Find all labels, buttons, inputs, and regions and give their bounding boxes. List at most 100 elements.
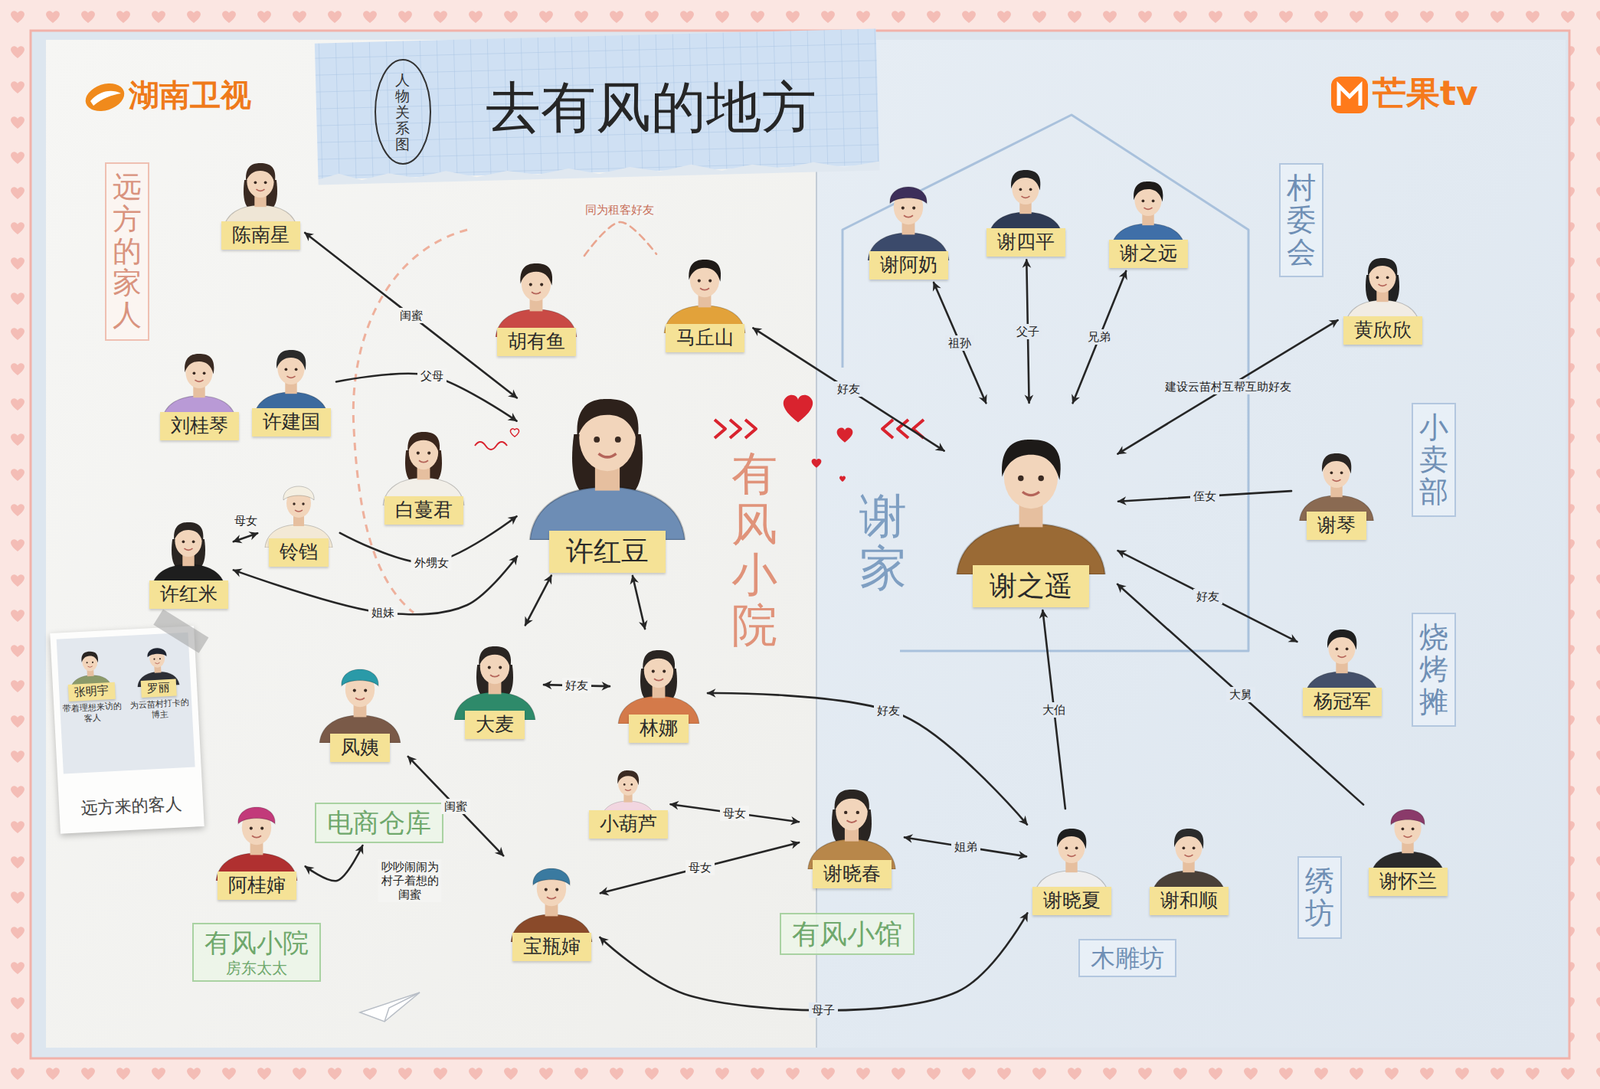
- decoration: [294, 367, 298, 371]
- relation-label: 好友: [873, 703, 904, 719]
- place-name: 远方的家人: [112, 171, 142, 332]
- decoration: [745, 419, 756, 439]
- decoration: [184, 548, 194, 550]
- relation-label: 祖孙: [945, 335, 975, 351]
- logo-text: 湖南卫视: [128, 76, 252, 114]
- character-card: 白蔓君: [377, 413, 470, 525]
- character-card: 杨冠军: [1299, 612, 1385, 717]
- relation-label: 父子: [1013, 323, 1043, 340]
- decoration: [529, 283, 533, 287]
- relation-label: 侄女: [1190, 488, 1220, 504]
- character-card: 阿桂婶: [210, 788, 303, 900]
- decoration: [1022, 491, 1040, 495]
- decoration: [341, 669, 379, 687]
- decoration: [834, 789, 870, 814]
- portrait: [1294, 436, 1379, 521]
- relation-arrow: [584, 222, 657, 256]
- decoration: [498, 666, 502, 670]
- relation-label: 大舅: [1226, 687, 1256, 703]
- decoration: [544, 888, 548, 892]
- relation-label: 姐妹: [368, 605, 398, 621]
- decoration: [416, 451, 420, 455]
- decoration: [1376, 275, 1380, 279]
- place-name: 绣坊: [1305, 865, 1335, 930]
- relation-arrow: [670, 804, 799, 822]
- decoration: [1378, 284, 1388, 286]
- decoration: [839, 476, 846, 482]
- place-tag: 木雕坊: [1078, 939, 1177, 978]
- decoration: [531, 291, 541, 294]
- portrait: [1365, 792, 1450, 877]
- portrait: [490, 245, 583, 338]
- decoration: [593, 436, 600, 443]
- decoration: [520, 263, 553, 286]
- portrait: [658, 241, 751, 334]
- decoration: [353, 689, 357, 693]
- relation-label: 好友: [834, 381, 864, 397]
- group-heading: 谢家: [859, 490, 907, 595]
- name-tape: 许建国: [251, 408, 331, 437]
- relation-arrow: [525, 575, 552, 626]
- portrait: [248, 333, 334, 418]
- decoration: [729, 419, 741, 439]
- decoration: [901, 206, 905, 210]
- decoration: [1331, 76, 1368, 114]
- place-name: 烧烤摊: [1419, 621, 1449, 718]
- decoration: [287, 376, 296, 378]
- relation-label: 兄弟: [1084, 329, 1114, 345]
- decoration: [1327, 629, 1357, 650]
- decoration: [1340, 471, 1344, 475]
- decoration: [90, 91, 122, 106]
- decoration: [816, 39, 1566, 1048]
- name-tape: 阿桂婶: [217, 871, 297, 900]
- portrait: [505, 850, 598, 943]
- decoration: [662, 670, 666, 674]
- relation-arrow: [305, 845, 364, 881]
- decoration: [1182, 846, 1186, 850]
- decoration: [355, 697, 365, 700]
- decoration: [837, 428, 854, 443]
- decoration: [147, 647, 167, 658]
- decoration: [159, 657, 161, 660]
- place-tag: 烧烤摊: [1411, 612, 1457, 727]
- relation-arrow: [933, 282, 986, 403]
- name-tape: 宝瓶婶: [512, 932, 592, 962]
- relation-label: 母女: [231, 513, 261, 529]
- character-card: 许红米: [146, 505, 231, 609]
- decoration: [630, 783, 633, 786]
- decoration: [478, 646, 511, 669]
- group-heading: 人物关系图: [395, 71, 410, 152]
- decoration: [245, 163, 275, 184]
- relation-arrow: [599, 912, 1028, 1011]
- place-name: 有风小院: [204, 927, 309, 959]
- name-tape: 铃铛: [268, 538, 329, 567]
- name-tape: 刘桂琴: [160, 412, 239, 441]
- decoration: [256, 189, 266, 191]
- decoration: [533, 868, 570, 886]
- portrait: [946, 405, 1116, 575]
- decoration: [1367, 258, 1398, 279]
- character-card: 许红豆: [519, 363, 696, 573]
- decoration: [1017, 475, 1024, 481]
- place-tag: 远方的家人: [104, 162, 150, 341]
- decoration: [173, 522, 203, 543]
- relation-label: 闺蜜: [441, 798, 471, 815]
- place-subtitle: 房东太太: [204, 958, 309, 978]
- decoration: [1075, 846, 1079, 850]
- decoration: [642, 650, 675, 673]
- character-note: 为云苗村打卡的博主: [127, 696, 193, 722]
- character-card: 谢四平: [983, 153, 1068, 257]
- name-tape: 凤姨: [330, 733, 390, 763]
- decoration: [651, 670, 655, 674]
- decoration: [251, 835, 262, 838]
- relation-label: 建设云苗村互帮互助好友: [1161, 379, 1295, 395]
- character-card: 凤姨: [314, 651, 406, 763]
- decoration: [1192, 846, 1196, 850]
- decoration: [87, 666, 92, 668]
- decoration: [81, 651, 99, 664]
- portrait: [983, 153, 1068, 238]
- place-tag: 绣坊: [1297, 856, 1342, 940]
